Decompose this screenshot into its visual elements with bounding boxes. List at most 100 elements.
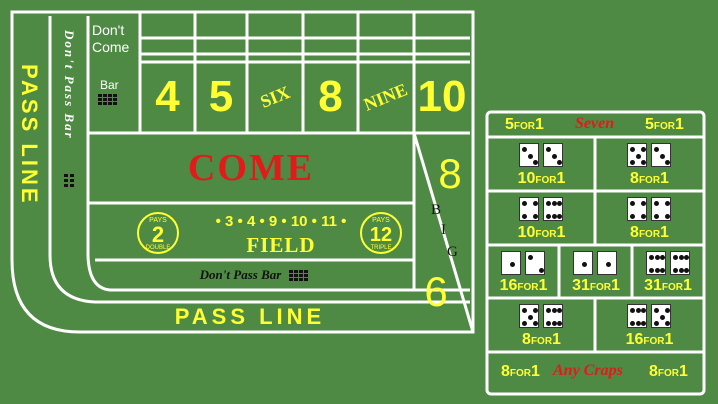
pip [654,308,659,313]
place-number-5-label: 5 [208,72,234,121]
come-area[interactable]: COME [90,135,412,201]
hard-8-bet-b[interactable]: 8FOR1 [597,193,702,244]
pip [551,153,557,159]
pip [557,308,562,313]
pip [660,255,665,260]
five-six-odds-b-n: 1 [664,331,674,348]
ace-deuce-odds-v: 16 [499,277,518,294]
hard-8-odds-a-v: 8 [630,170,639,187]
pip [660,268,665,273]
place-number-nine[interactable]: NINE [358,62,414,132]
pip [630,321,635,326]
pip [546,147,551,152]
pip [654,268,660,273]
hard-8-odds-a-for: FOR [638,175,661,186]
hard-10-odds-a-v: 10 [517,170,536,187]
place-number-10[interactable]: 10 [414,62,470,132]
dont-come-area[interactable]: Don't Come Bar [90,14,138,130]
seven-left-odds-n: 1 [535,116,544,133]
pass-line-vertical-label: PASS LINE [17,64,42,206]
any-craps-bet[interactable]: 8FOR1 Any Craps 8FOR1 [489,355,702,391]
place-number-six[interactable]: SIX [247,62,303,132]
pip [649,268,654,273]
big-6[interactable]: 6 [418,268,454,316]
pip [522,214,527,219]
five-six-odds-a-n: 1 [552,331,561,348]
boxcars-bet[interactable]: 31FOR1 [634,247,702,297]
pip [654,201,659,206]
five-six-bet-b[interactable]: 16FOR1 [597,300,702,351]
pip [522,321,527,326]
place-number-10-label: 10 [417,72,467,121]
pass-line-bottom[interactable]: PASS LINE [95,304,405,330]
pip [533,308,538,313]
place-number-six-label: SIX [257,82,293,112]
dont-pass-dice-icon [289,269,309,281]
boxcars-odds-v: 31 [644,277,662,294]
ace-deuce-bet[interactable]: 16FOR1 [489,247,558,297]
dont-pass-bar-vertical[interactable]: Don't Pass Bar [52,22,86,222]
die-face-6 [543,304,563,328]
dont-pass-bar-bottom[interactable]: Don't Pass Bar [95,262,413,288]
pip [546,214,551,219]
five-six-bet-a[interactable]: 8FOR1 [489,300,594,351]
die-face-1 [573,251,593,275]
field-pays-triple: PAYS 12 TRIPLE [360,212,402,254]
die-face-5 [627,143,647,167]
pip [546,308,551,313]
pip [630,160,635,165]
any-craps-right-odds-v: 8 [649,363,658,380]
die-face-1 [597,251,617,275]
pip [673,255,678,260]
pip [551,201,557,206]
place-number-8[interactable]: 8 [303,62,358,132]
pip [630,308,635,313]
hard-8-odds-a-n: 1 [660,170,669,187]
pip [641,160,646,165]
boxcars-odds-n: 1 [683,277,692,294]
pip [659,153,665,159]
pip [641,147,646,152]
pip [635,153,641,159]
hard-8-odds-b-v: 8 [630,224,639,241]
die-face-3 [519,143,539,167]
die-face-6 [627,304,647,328]
pip [684,268,689,273]
five-six-odds-a-for: FOR [530,336,553,347]
seven-label: Seven [575,115,615,132]
any-craps-right-odds-for: FOR [657,368,680,379]
place-number-4[interactable]: 4 [140,62,195,132]
five-six-odds-b: 16FOR1 [597,331,702,349]
boxcars-odds: 31FOR1 [634,277,702,295]
pip [630,201,635,206]
pass-line-vertical[interactable]: PASS LINE [14,40,44,230]
hard-10-bet-b[interactable]: 10FOR1 [489,193,594,244]
hard-10-odds-a-for: FOR [535,175,557,186]
pip [551,321,557,326]
pip [522,308,527,313]
pip [649,255,654,260]
any-craps-right-odds-n: 1 [679,363,688,380]
ace-deuce-odds-for: FOR [517,282,539,293]
seven-left-odds-v: 5 [505,116,514,133]
seven-bet[interactable]: 5FOR1 Seven 5FOR1 [489,114,702,136]
die-face-2 [525,251,545,275]
big-8-label: 8 [438,150,462,197]
pip [630,214,635,219]
field-triple-label: TRIPLE [370,245,392,251]
bar-dice-icon-vertical [64,174,74,187]
place-number-5[interactable]: 5 [195,62,247,132]
seven-right-odds-v: 5 [645,116,654,133]
pip [641,214,646,219]
pip [533,214,538,219]
die-face-4 [651,197,671,221]
hard-10-bet-a[interactable]: 10FOR1 [489,139,594,190]
pip [528,255,533,260]
place-number-8-label: 8 [318,72,343,121]
field-area[interactable]: PAYS 2 DOUBLE • 3 • 4 • 9 • 10 • 11 • FI… [90,205,412,259]
snake-eyes-bet[interactable]: 31FOR1 [561,247,631,297]
hard-8-bet-a[interactable]: 8FOR1 [597,139,702,190]
five-six-odds-b-for: FOR [643,336,665,347]
big-8[interactable]: 8 [432,150,468,198]
